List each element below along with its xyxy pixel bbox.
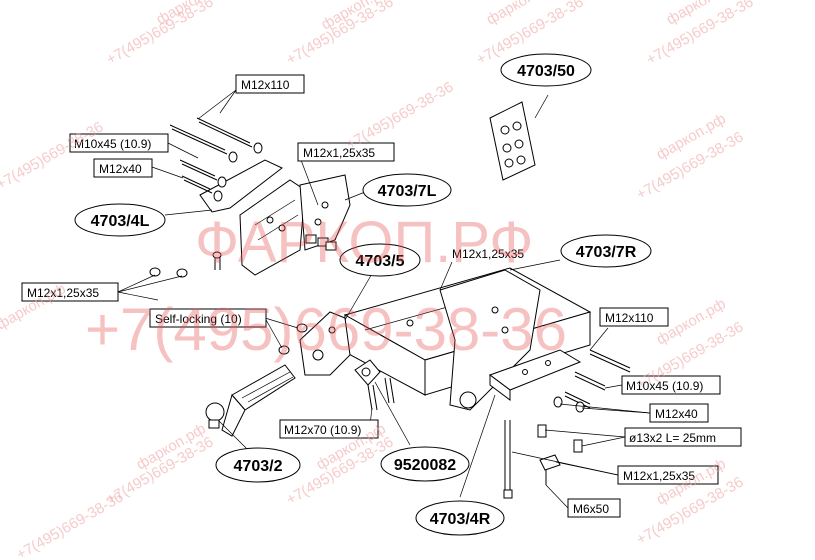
part-oval-4703-7L: 4703/7L [362, 173, 452, 207]
fastener-text: M12x40 [99, 162, 142, 176]
part-number-text: 4703/2 [234, 458, 283, 475]
watermark-phone: +7(495)669-38-36 [14, 488, 127, 560]
hardware-kit-bag [489, 101, 536, 181]
part-number-text: 4703/7L [378, 183, 437, 200]
fastener-label-m12x110-right: M12x110 [599, 307, 669, 327]
fastener-label-m12x40-right: M12x40 [649, 403, 709, 423]
part-number-text: 4703/7R [576, 244, 637, 261]
fastener-text: M12x110 [605, 311, 654, 325]
watermark-site-large: ФАРКОП.РФ [195, 210, 533, 275]
fastener-text: M12x110 [241, 78, 290, 92]
part-oval-9520082: 9520082 [380, 446, 470, 482]
part-oval-4703-4R: 4703/4R [415, 500, 505, 536]
fastener-text: M10x45 (10.9) [74, 137, 151, 151]
part-oval-4703-4L: 4703/4L [74, 203, 166, 237]
fastener-text: M6x50 [573, 502, 609, 516]
fastener-text: Self-locking (10) [155, 312, 242, 326]
spacer-tubes [537, 424, 583, 453]
right-lower-plate [488, 349, 582, 401]
part-oval-4703-50: 4703/50 [500, 53, 592, 87]
fastener-text: M12x1,25x35 [303, 146, 375, 160]
part-oval-4703-2: 4703/2 [215, 447, 301, 483]
fastener-label-d13x2: ø13x2 L= 25mm [624, 427, 742, 447]
part-number-text: 4703/4R [430, 511, 491, 528]
watermark-phone: +7(495)669-38-36 [0, 118, 106, 193]
fastener-text: M12x40 [655, 407, 698, 421]
fastener-text: M12x70 (10.9) [284, 423, 361, 437]
fastener-text: M12x1,25x35 [27, 286, 99, 300]
part-oval-4703-5: 4703/5 [339, 243, 421, 277]
part-number-text: 4703/4L [91, 213, 150, 230]
m12x70-bolts [367, 377, 395, 411]
fastener-label-m12x125x35-top: M12x1,25x35 [297, 142, 395, 162]
self-locking-nuts [278, 323, 308, 355]
left-lower-nuts [149, 251, 222, 278]
fastener-label-m12x125x35-left: M12x1,25x35 [21, 282, 119, 302]
fastener-label-self-locking: Self-locking (10) [149, 308, 267, 328]
part-number-text: 9520082 [394, 457, 456, 474]
left-upper-bolts [169, 117, 263, 202]
fastener-text: ø13x2 L= 25mm [629, 431, 716, 445]
fastener-text: M12x1,25x35 [623, 469, 695, 483]
part-number-text: 4703/5 [356, 253, 405, 270]
part-oval-4703-7R: 4703/7R [560, 234, 652, 268]
electric-socket [354, 359, 381, 386]
fastener-label-m6x50: M6x50 [567, 498, 621, 518]
fastener-text: M12x1,25x35 [452, 247, 524, 261]
fastener-label-m10x45-right: M10x45 (10.9) [621, 375, 721, 395]
fastener-text: M10x45 (10.9) [626, 379, 703, 393]
lower-right-bolts [503, 420, 561, 499]
watermark-phone: +7(495)669-38-36 [344, 78, 457, 153]
fastener-label-m12x125x35-right: M12x1,25x35 [617, 465, 719, 485]
watermark-phone-large: +7(495)669-38-36 [85, 296, 567, 363]
fastener-label-m10x45-left: M10x45 (10.9) [69, 133, 169, 153]
fastener-label-m12x40-left: M12x40 [93, 158, 153, 178]
fastener-label-m12x70: M12x70 (10.9) [279, 419, 379, 439]
right-bolts [553, 349, 631, 413]
tow-ball [205, 364, 296, 437]
part-number-text: 4703/50 [517, 63, 575, 80]
fastener-label-m12x125x35-mid: M12x1,25x35 [452, 247, 524, 261]
fastener-label-m12x110-top: M12x110 [235, 74, 305, 94]
front-left-bracket [299, 311, 351, 376]
